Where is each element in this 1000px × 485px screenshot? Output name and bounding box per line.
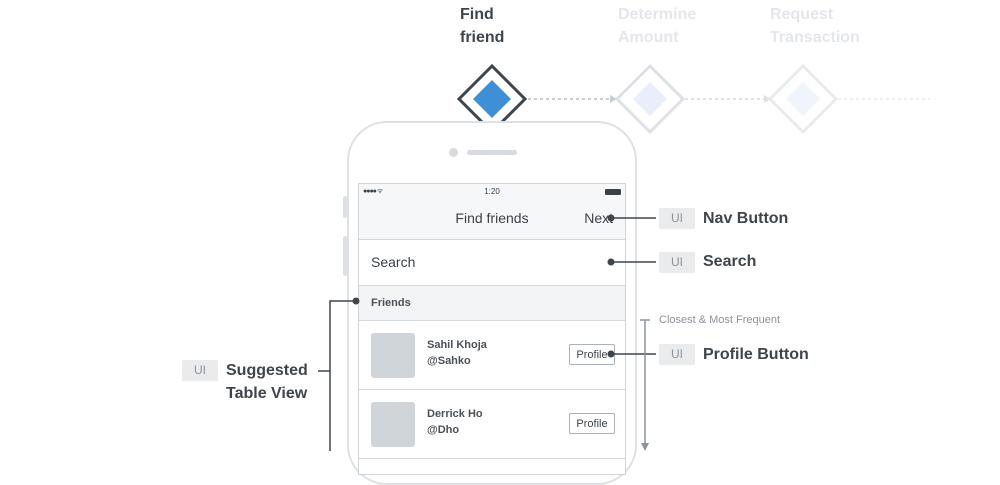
step-request-transaction: Request Transaction [770, 3, 880, 49]
camera-dot [449, 148, 458, 157]
friend-handle: @Dho [427, 424, 460, 436]
table-row[interactable]: Sahil Khoja @Sahko Profile [359, 321, 625, 390]
phone-screen: ●●●● ᯤ 1:20 Find friends Next Search Fri… [358, 183, 626, 475]
nav-title: Find friends [455, 210, 529, 226]
step-label-line2: friend [460, 29, 505, 46]
annotation-nav-button: Nav Button [703, 210, 789, 227]
search-input[interactable]: Search [359, 240, 625, 286]
profile-button[interactable]: Profile [569, 344, 615, 365]
friend-handle: @Sahko [427, 355, 471, 367]
table-row[interactable]: Derrick Ho @Dho Profile [359, 390, 625, 459]
step-label-line2: Transaction [770, 29, 860, 46]
ui-tag: UI [659, 252, 695, 273]
annotation-line2: Table View [226, 385, 308, 402]
status-time: 1:20 [484, 187, 500, 196]
phone-side-button [343, 196, 347, 218]
phone-side-button [343, 236, 347, 276]
speaker-grille [467, 150, 517, 155]
signal-icon: ●●●● ᯤ [363, 188, 383, 195]
step-diamond-inactive [767, 63, 839, 135]
section-header-label: Friends [371, 297, 411, 309]
section-header: Friends [359, 286, 625, 321]
friend-name: Derrick Ho [427, 408, 483, 420]
friend-name: Sahil Khoja [427, 339, 487, 351]
step-diamond-inactive [614, 63, 686, 135]
ui-tag: UI [659, 344, 695, 365]
step-find-friend: Find friend [460, 3, 570, 49]
arrow-down-icon [641, 443, 649, 451]
arrow-head-icon [610, 95, 617, 103]
profile-button[interactable]: Profile [569, 413, 615, 434]
step-determine-amount: Determine Amount [618, 3, 728, 49]
nav-bar: Find friends Next [359, 200, 625, 240]
step-label-line1: Determine [618, 6, 697, 23]
ui-tag: UI [659, 208, 695, 229]
annotation-order-note: Closest & Most Frequent [659, 314, 781, 326]
ui-tag: UI [182, 360, 218, 381]
battery-icon [605, 189, 621, 195]
step-label-line1: Request [770, 6, 834, 23]
annotation-search: Search [703, 253, 757, 270]
avatar [371, 402, 415, 447]
step-label-line2: Amount [618, 29, 679, 46]
annotation-suggested-table-view: Suggested Table View [226, 359, 308, 405]
status-bar: ●●●● ᯤ 1:20 [359, 184, 625, 200]
annotation-profile-button: Profile Button [703, 346, 809, 363]
flow-diagram [456, 63, 930, 135]
step-label-line1: Find [460, 6, 494, 23]
avatar [371, 333, 415, 378]
step-diamond-active [456, 63, 528, 135]
search-placeholder: Search [371, 254, 416, 270]
next-button[interactable]: Next [584, 210, 613, 226]
arrow-head-icon [764, 95, 771, 103]
annotation-line1: Suggested [226, 362, 308, 379]
